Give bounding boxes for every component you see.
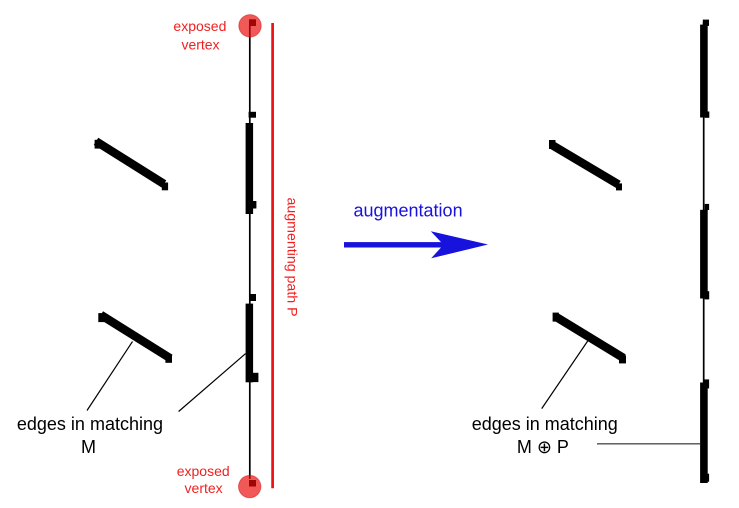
svg-text:exposed: exposed xyxy=(177,463,230,479)
svg-text:M ⊕ P: M ⊕ P xyxy=(517,437,569,457)
svg-text:edges in matching: edges in matching xyxy=(17,414,163,434)
svg-text:exposed: exposed xyxy=(173,18,226,34)
svg-text:augmentation: augmentation xyxy=(354,200,463,220)
svg-text:M: M xyxy=(81,437,96,457)
svg-text:edges in matching: edges in matching xyxy=(472,414,618,434)
svg-text:vertex: vertex xyxy=(181,36,219,52)
svg-text:vertex: vertex xyxy=(185,480,223,496)
svg-text:augmenting path P: augmenting path P xyxy=(284,197,300,316)
